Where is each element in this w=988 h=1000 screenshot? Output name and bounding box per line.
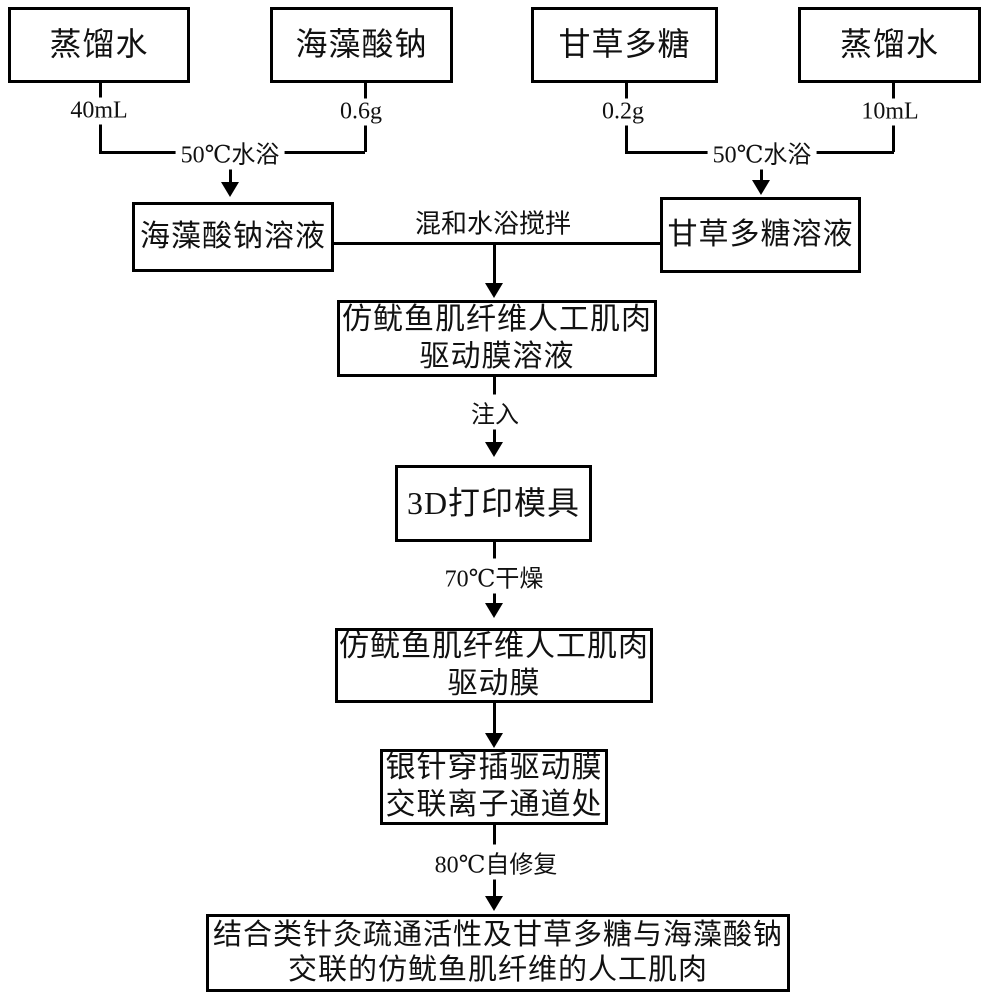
- node-driving-film-line2: 驱动膜: [447, 666, 541, 700]
- down-arrow-icon: [485, 733, 503, 748]
- down-arrow-icon: [485, 896, 503, 911]
- node-water-right: 蒸馏水: [798, 7, 981, 83]
- label-water-bath-right: 50℃水浴: [707, 134, 817, 170]
- node-licorice-solution: 甘草多糖溶液: [660, 197, 861, 273]
- label-dry: 70℃干燥: [439, 558, 549, 594]
- node-3d-printed-mold: 3D打印模具: [395, 465, 592, 542]
- label-water-bath-left: 50℃水浴: [175, 134, 285, 170]
- node-licorice-polysaccharide: 甘草多糖: [531, 7, 718, 83]
- node-water-left-label: 蒸馏水: [49, 26, 149, 63]
- node-water-left: 蒸馏水: [8, 7, 190, 83]
- node-alginate-solution-label: 海藻酸钠溶液: [140, 219, 326, 253]
- label-mass-alginate: 0.6g: [335, 98, 387, 126]
- node-final-product: 结合类针灸疏通活性及甘草多糖与海藻酸钠 交联的仿鱿鱼肌纤维的人工肌肉: [206, 914, 790, 992]
- node-film-solution-line1: 仿鱿鱼肌纤维人工肌肉: [342, 302, 652, 336]
- label-mass-licorice: 0.2g: [597, 98, 649, 126]
- label-inject: 注入: [466, 394, 524, 430]
- label-mix-stir: 混和水浴搅拌: [414, 209, 572, 239]
- node-film-solution: 仿鱿鱼肌纤维人工肌肉 驱动膜溶液: [337, 300, 657, 377]
- node-driving-film-line1: 仿鱿鱼肌纤维人工肌肉: [339, 629, 649, 663]
- node-3d-printed-mold-label: 3D打印模具: [406, 484, 581, 521]
- label-volume-right: 10mL: [856, 98, 924, 126]
- node-sodium-alginate: 海藻酸钠: [270, 7, 453, 83]
- node-needle-insertion: 银针穿插驱动膜 交联离子通道处: [380, 749, 608, 825]
- label-volume-left: 40mL: [65, 97, 133, 125]
- down-arrow-icon: [221, 182, 239, 197]
- label-self-heal: 80℃自修复: [429, 844, 563, 880]
- node-driving-film: 仿鱿鱼肌纤维人工肌肉 驱动膜: [335, 628, 653, 703]
- node-water-right-label: 蒸馏水: [839, 26, 939, 63]
- down-arrow-icon: [485, 442, 503, 457]
- node-final-product-line2: 交联的仿鱿鱼肌纤维的人工肌肉: [287, 954, 708, 986]
- node-licorice-solution-label: 甘草多糖溶液: [667, 217, 854, 251]
- node-needle-insertion-line1: 银针穿插驱动膜: [385, 751, 603, 785]
- node-licorice-polysaccharide-label: 甘草多糖: [558, 26, 691, 63]
- node-needle-insertion-line2: 交联离子通道处: [385, 788, 603, 821]
- node-alginate-solution: 海藻酸钠溶液: [132, 202, 334, 272]
- connector-film-to-needle: [493, 703, 496, 734]
- down-arrow-icon: [485, 283, 503, 298]
- node-sodium-alginate-label: 海藻酸钠: [295, 26, 428, 63]
- down-arrow-icon: [752, 180, 770, 195]
- connector-mix-drop: [493, 242, 496, 284]
- down-arrow-icon: [485, 603, 503, 618]
- connector-mix: [333, 242, 660, 245]
- node-film-solution-line2: 驱动膜溶液: [419, 339, 575, 373]
- node-final-product-line1: 结合类针灸疏通活性及甘草多糖与海藻酸钠: [212, 918, 783, 951]
